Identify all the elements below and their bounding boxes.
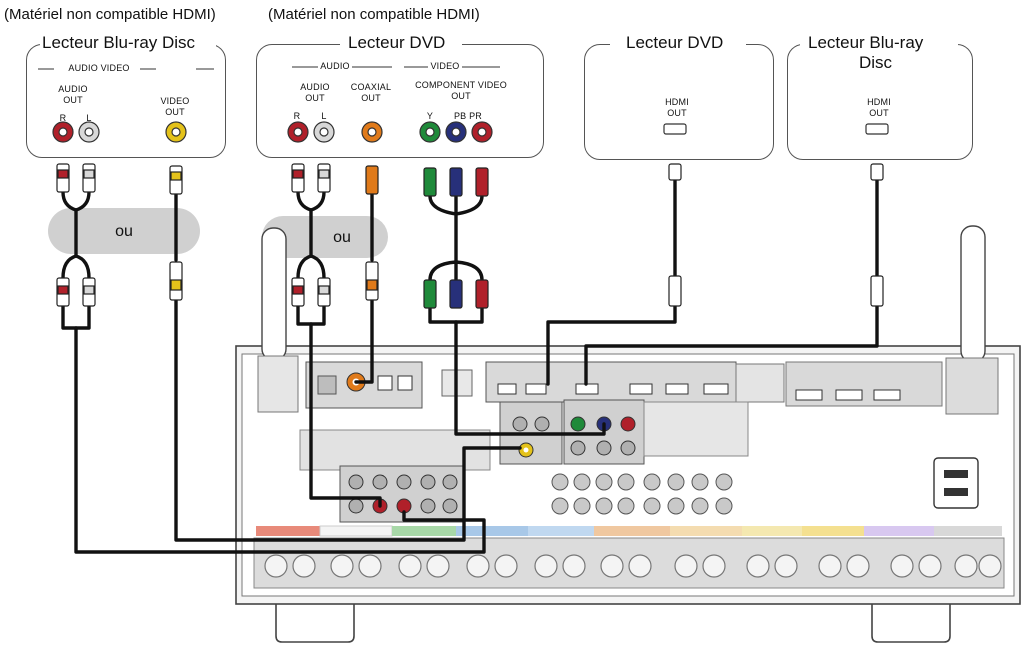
dvd-coaxial-out-label: COAXIAL OUT xyxy=(350,82,392,103)
dvd-y-label: Y xyxy=(426,111,434,121)
bluray-hdmi-box xyxy=(787,44,973,160)
or-bar-right xyxy=(262,216,388,258)
note-non-hdmi-right: (Matériel non compatible HDMI) xyxy=(268,6,480,23)
or-label-right: ou xyxy=(333,229,351,246)
bluray-video-out-label: VIDEO OUT xyxy=(160,96,190,117)
note-non-hdmi-left: (Matériel non compatible HDMI) xyxy=(4,6,216,23)
dvd-audio-section-label: AUDIO xyxy=(320,61,350,71)
bluray-l-label: L xyxy=(86,113,92,123)
bluray-analog-title: Lecteur Blu-ray Disc xyxy=(42,33,196,52)
section-dividers xyxy=(38,66,500,70)
plugs xyxy=(56,163,884,309)
dvd-hdmi-title: Lecteur DVD xyxy=(626,33,724,52)
av-receiver xyxy=(235,225,1021,643)
bluray-hdmi-title-line2: Disc xyxy=(859,53,893,72)
bluray-hdmi-out-label: HDMI OUT xyxy=(867,97,891,118)
dvd-pbpr-label: PB PR xyxy=(453,111,482,121)
or-label-left: ou xyxy=(115,223,133,240)
dvd-r-label: R xyxy=(293,111,301,121)
dvd-hdmi-box xyxy=(584,44,774,160)
bluray-audio-out-label: AUDIO OUT xyxy=(58,84,88,105)
dvd-analog-title: Lecteur DVD xyxy=(348,33,446,52)
dvd-l-label: L xyxy=(321,111,327,121)
dvd-audio-out-label: AUDIO OUT xyxy=(300,82,330,103)
dvd-component-out-label: COMPONENT VIDEO OUT xyxy=(415,80,507,101)
bluray-hdmi-title-line1: Lecteur Blu-ray xyxy=(808,33,924,52)
dvd-hdmi-out-label: HDMI OUT xyxy=(665,97,689,118)
bluray-section-label: AUDIO VIDEO xyxy=(68,63,130,73)
dvd-video-section-label: VIDEO xyxy=(430,61,460,71)
device-jacks xyxy=(52,121,889,143)
bluray-r-label: R xyxy=(59,113,67,123)
or-bar-left xyxy=(48,208,200,254)
cables xyxy=(61,176,879,554)
